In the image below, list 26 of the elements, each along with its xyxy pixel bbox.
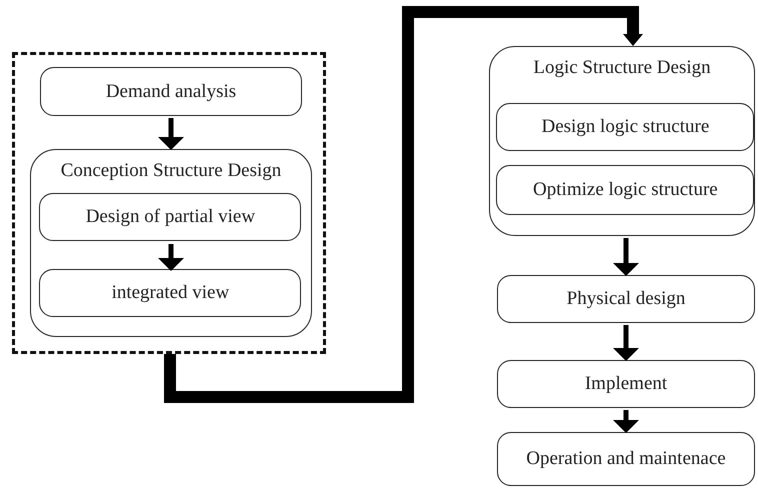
process-box	[497, 432, 755, 486]
group-title: Logic Structure Design	[533, 57, 711, 79]
process-box	[497, 275, 755, 323]
step-label: Operation and maintenace	[526, 448, 726, 470]
flow-arrow	[158, 244, 184, 271]
process-box	[39, 269, 302, 318]
step-label: Demand analysis	[106, 80, 236, 102]
step-label: Design of partial view	[86, 206, 256, 228]
group-box	[30, 149, 312, 337]
step-label: Design logic structure	[541, 116, 710, 138]
group-box	[489, 46, 755, 236]
process-box	[496, 103, 754, 152]
group-title: Conception Structure Design	[60, 160, 282, 182]
dashed-group-box	[12, 52, 326, 354]
flow-arrow	[613, 238, 639, 276]
step-label: Optimize logic structure	[533, 179, 718, 202]
flow-arrow	[613, 325, 639, 361]
flow-arrow	[613, 410, 639, 433]
step-label: integrated view	[112, 282, 230, 304]
step-label: Implement	[584, 373, 668, 395]
process-box	[496, 165, 754, 216]
process-box	[40, 67, 302, 116]
flow-arrow	[158, 118, 184, 150]
process-box	[39, 193, 302, 242]
process-box	[497, 360, 755, 408]
step-label: Physical design	[566, 288, 686, 310]
